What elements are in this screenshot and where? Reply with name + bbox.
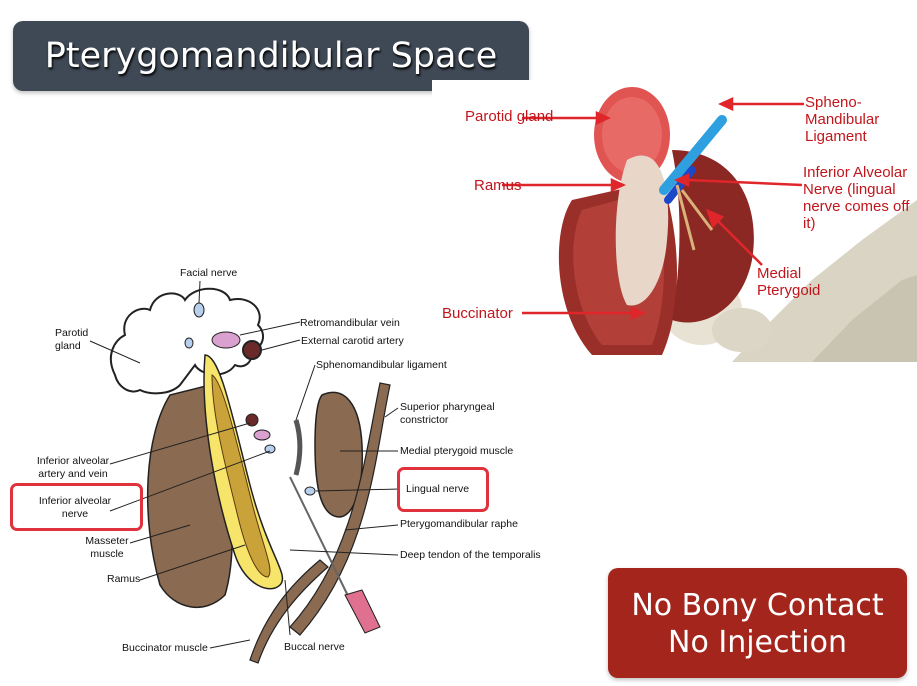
cross-section-diagram: Facial nerve Parotid gland Retromandibul… (0, 255, 560, 681)
label-buccinator-muscle: Buccinator muscle (122, 642, 208, 654)
label-inferior-alveolar-nerve: Inferior alveolar nerve (38, 495, 112, 520)
photo-label-parotid-gland: Parotid gland (465, 108, 554, 125)
label-parotid-gland: Parotid gland (55, 327, 89, 352)
anatomy-illustration-graphic (502, 87, 917, 362)
photo-label-inferior-alveolar: Inferior Alveolar Nerve (lingual nerve c… (803, 164, 910, 232)
label-superior-pharyngeal: Superior pharyngeal constrictor (400, 401, 495, 426)
label-sphenomandibular-ligament: Sphenomandibular ligament (316, 359, 447, 371)
title-banner: Pterygomandibular Space (13, 21, 529, 91)
label-facial-nerve: Facial nerve (180, 267, 238, 279)
note-line-2: No Injection (668, 625, 847, 660)
label-lingual-nerve: Lingual nerve (406, 483, 470, 495)
photo-label-medial-pterygoid: Medial Pterygoid (757, 265, 821, 299)
label-retromandibular-vein: Retromandibular vein (300, 317, 400, 329)
slide-title: Pterygomandibular Space (44, 36, 498, 76)
photo-label-buccinator: Buccinator (442, 305, 513, 322)
label-pterygomandibular-raphe: Pterygomandibular raphe (400, 518, 518, 530)
highlight-lingual-nerve (397, 467, 489, 512)
cross-section-graphic (89, 280, 401, 664)
label-deep-tendon: Deep tendon of the temporalis (400, 549, 541, 561)
photo-label-ramus: Ramus (474, 177, 522, 194)
note-box: No Bony Contact No Injection (608, 568, 907, 678)
label-external-carotid: External carotid artery (301, 335, 404, 347)
label-masseter-muscle: Masseter muscle (85, 535, 129, 560)
note-line-1: No Bony Contact (631, 588, 884, 623)
label-ramus: Ramus (107, 573, 141, 585)
label-buccal-nerve: Buccal nerve (284, 641, 345, 653)
highlight-inferior-alveolar-nerve (10, 483, 143, 531)
label-medial-pterygoid-muscle: Medial pterygoid muscle (400, 445, 514, 457)
anatomy-illustration: Parotid gland Ramus Buccinator Spheno-Ma… (432, 80, 917, 362)
label-inferior-alveolar-artery-vein: Inferior alveolar artery and vein (36, 455, 110, 480)
photo-label-sphenomandibular: Spheno-Mandibular Ligament (805, 94, 880, 145)
